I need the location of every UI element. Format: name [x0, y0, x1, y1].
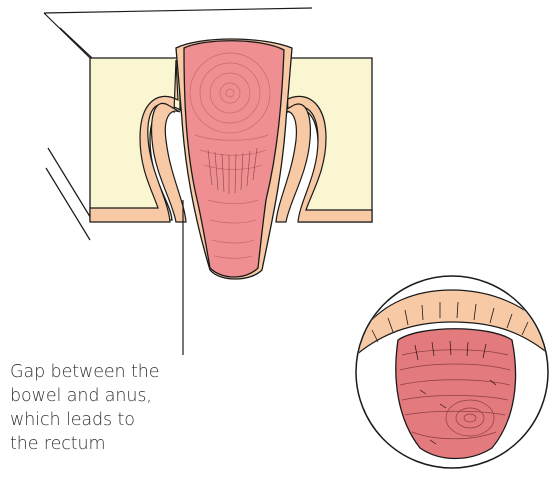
annotation-line-3: which leads to [10, 408, 210, 432]
skin-left [90, 58, 180, 220]
annotation-line-1: Gap between the [10, 360, 210, 384]
inset-view [356, 276, 550, 468]
gap-annotation: Gap between the bowel and anus, which le… [10, 360, 210, 456]
annotation-line-4: the rectum [10, 432, 210, 456]
prolapsed-bowel [184, 41, 284, 277]
annotation-line-2: bowel and anus, [10, 384, 210, 408]
